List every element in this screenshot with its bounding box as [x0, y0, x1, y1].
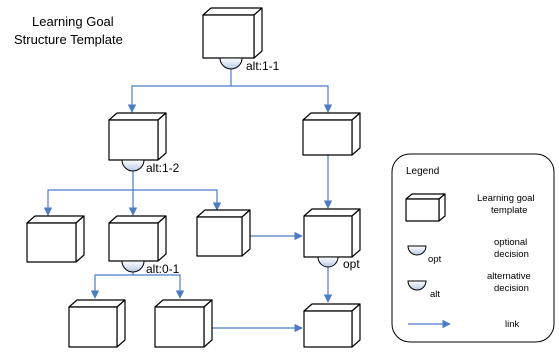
legend-alternative-symbol-sub: alt — [430, 289, 440, 300]
decision-optional-label: opt — [343, 257, 360, 271]
legend-optional-label-1: optional — [494, 237, 527, 248]
legend-template-label-1: Learning goal — [477, 193, 535, 204]
decision-level3-label: alt:0-1 — [146, 262, 180, 276]
node-level2-right — [302, 112, 361, 156]
links — [43, 66, 333, 333]
node-bottom-right — [303, 303, 361, 348]
decision-level2 — [121, 159, 145, 172]
diagram-title-line-1: Learning Goal — [32, 14, 114, 29]
link-level3-branch-right — [133, 274, 185, 299]
link-root-branch-right — [231, 85, 333, 113]
link-root-branch-left — [127, 85, 231, 113]
diagram-title-line-2: Structure Template — [14, 32, 123, 47]
decision-optional — [317, 256, 339, 268]
decision-root-label: alt:1-1 — [246, 59, 280, 73]
legend-optional-label-2: decision — [494, 249, 529, 260]
node-bottom-left — [68, 299, 126, 348]
legend-template-icon — [405, 193, 446, 222]
legend-alternative-icon — [407, 280, 427, 291]
node-bottom-mid — [154, 299, 213, 348]
node-level3-right — [196, 209, 251, 257]
legend-alternative-label-2: decision — [494, 283, 529, 294]
node-optional — [303, 208, 361, 258]
legend-alternative-label-1: alternative — [487, 271, 531, 282]
decision-root — [219, 57, 243, 70]
legend-title: Legend — [406, 166, 439, 177]
node-level3-mid — [108, 215, 167, 262]
legend-optional-symbol-sub: opt — [428, 254, 442, 265]
link-level2-branch-right — [133, 189, 222, 211]
node-level2-left — [108, 112, 167, 161]
legend-template-label-2: template — [491, 205, 527, 216]
link-level2-branch-left — [43, 189, 133, 216]
node-root — [202, 7, 263, 59]
legend-optional-icon — [407, 245, 427, 256]
decision-level2-label: alt:1-2 — [146, 161, 180, 175]
node-level3-left — [26, 215, 85, 263]
link-level3-branch-left — [90, 274, 133, 299]
legend-link-label: link — [505, 319, 520, 330]
legend: Legend Learning goal template opt option… — [391, 153, 555, 343]
decision-level3 — [121, 260, 145, 273]
